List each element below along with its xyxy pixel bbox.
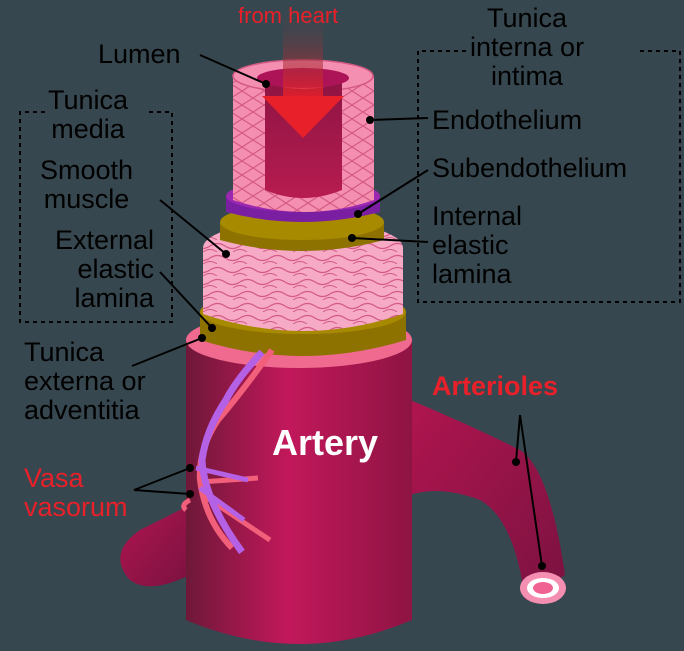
arterioles-label: Arterioles <box>432 372 558 401</box>
right-arteriole-branch <box>410 400 565 600</box>
tunica-interna-label: Tunica interna or intima <box>470 4 584 91</box>
left-branch <box>120 505 190 586</box>
lumen-label: Lumen <box>98 40 181 69</box>
vasa-vasorum-label: Vasa vasorum <box>24 464 128 522</box>
internal-elastic-lamina-label: Internal elastic lamina <box>432 202 522 289</box>
endothelium-label: Endothelium <box>432 106 582 135</box>
tunica-media-label: Tunica media <box>48 86 128 144</box>
tunica-externa-label: Tunica externa or adventitia <box>24 338 146 425</box>
external-elastic-lamina-label: External elastic lamina <box>36 226 154 313</box>
tunica-externa-body <box>186 340 412 644</box>
subendothelium-label: Subendothelium <box>432 154 627 183</box>
artery-label: Artery <box>272 428 378 457</box>
from-heart-label: from heart <box>238 4 338 28</box>
smooth-muscle-label: Smooth muscle <box>40 156 133 214</box>
